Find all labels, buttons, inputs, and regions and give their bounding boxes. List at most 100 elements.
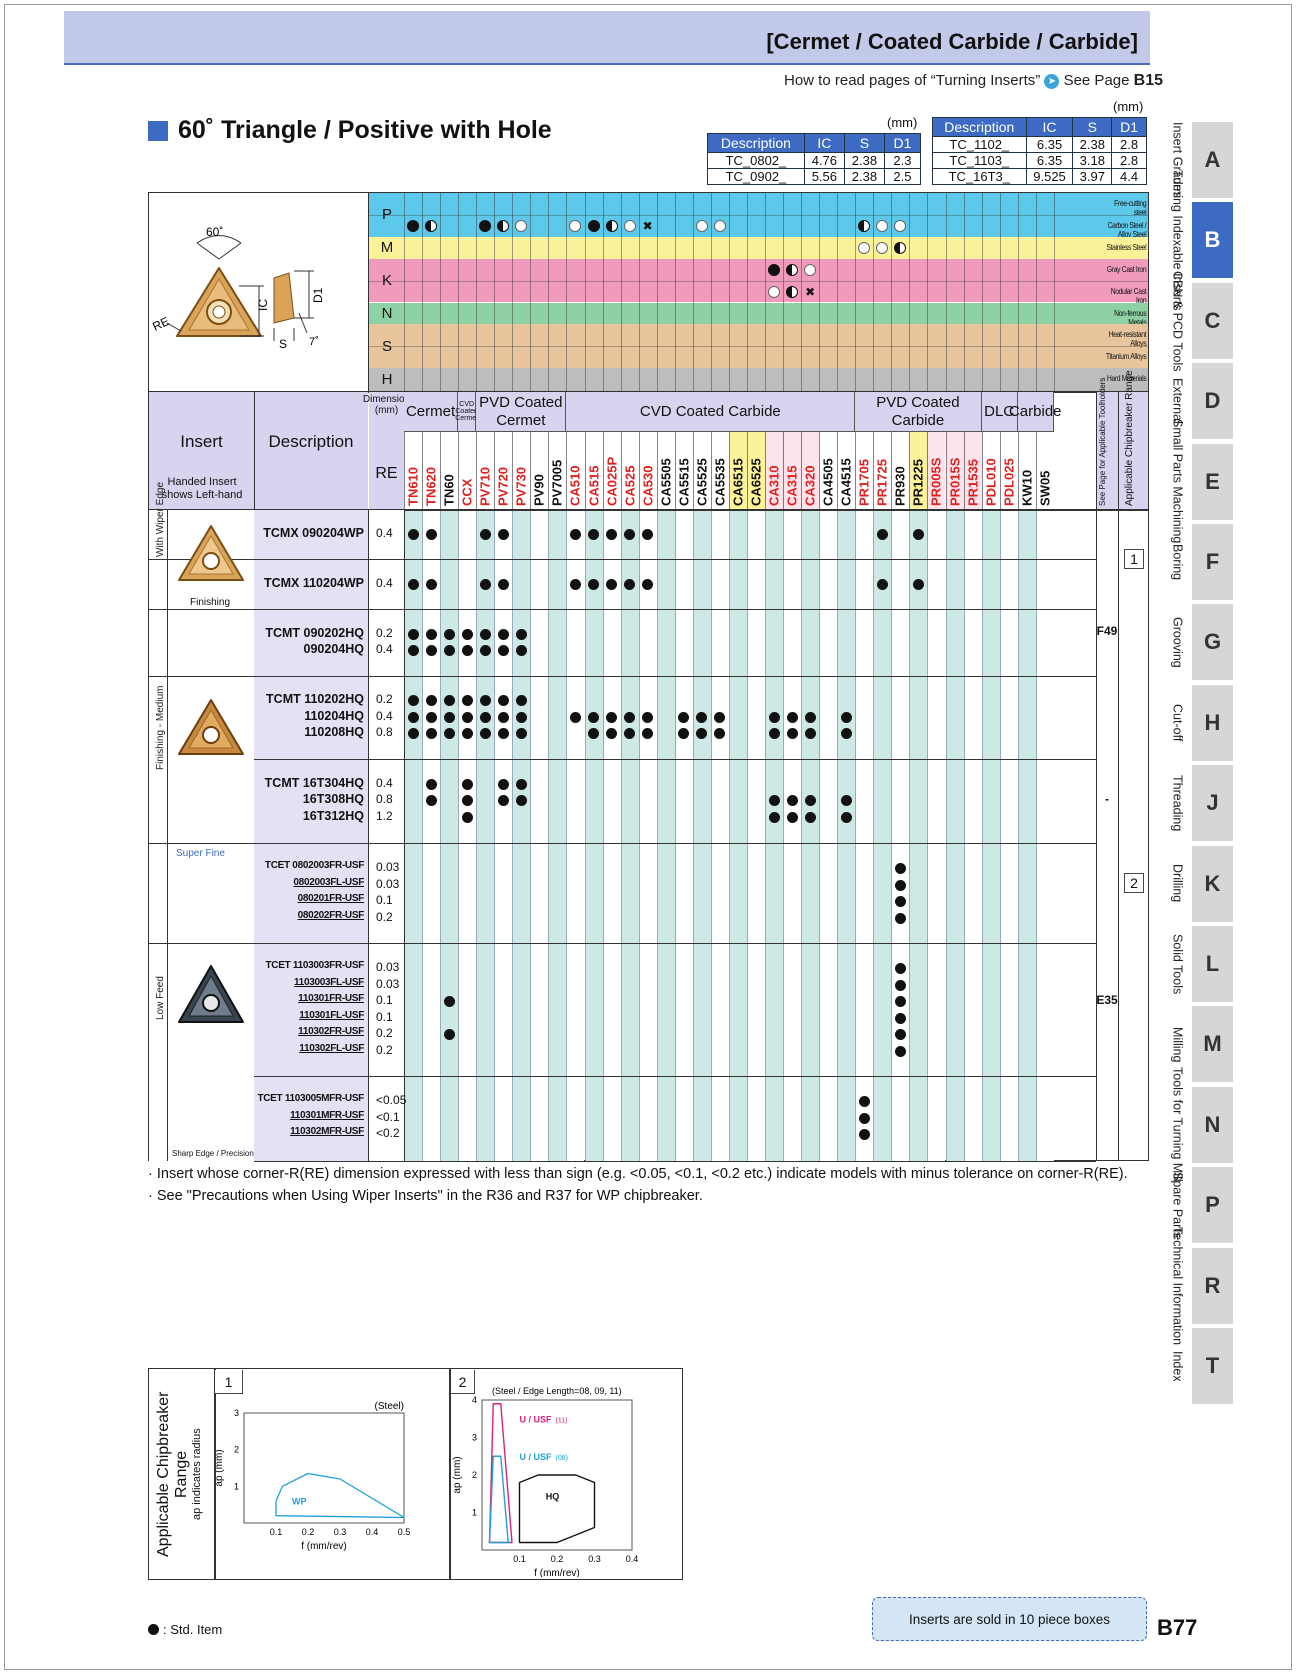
- tab-label-a[interactable]: Insert Grades: [1166, 122, 1188, 198]
- tab-label-t[interactable]: Index: [1166, 1328, 1188, 1404]
- application-symbol-icon: [786, 285, 799, 298]
- availability-dot: [840, 795, 852, 806]
- availability-dot: [479, 695, 491, 706]
- re-value: 0.2: [376, 1026, 393, 1040]
- tab-label-f[interactable]: Boring: [1166, 524, 1188, 600]
- grade-pr005s: PR005S: [928, 457, 944, 506]
- availability-dot: [497, 712, 509, 723]
- tab-label-n[interactable]: Tools for Turning Mill: [1166, 1067, 1188, 1182]
- tab-c[interactable]: C: [1192, 282, 1233, 359]
- tab-label-m[interactable]: Milling: [1166, 1006, 1188, 1082]
- grade-ca525: CA525: [622, 465, 638, 506]
- grade-pdl025: PDL025: [1001, 458, 1017, 506]
- side-label-finishing: Finishing: [190, 597, 231, 608]
- tab-d[interactable]: D: [1192, 363, 1233, 440]
- tab-label-k[interactable]: Drilling: [1166, 846, 1188, 922]
- tab-label-g[interactable]: Grooving: [1166, 604, 1188, 680]
- tab-g[interactable]: G: [1192, 604, 1233, 681]
- availability-dot: [461, 712, 473, 723]
- availability-dot: [479, 529, 491, 540]
- x-tick-label: 0.2: [302, 1527, 315, 1537]
- toolholder-page-ref[interactable]: F49: [1096, 624, 1118, 638]
- application-symbol-icon: [894, 219, 907, 232]
- dim-cell: 2.3: [883, 152, 922, 169]
- sold-in-boxes-badge: Inserts are sold in 10 piece boxes: [872, 1597, 1147, 1641]
- availability-dot: [894, 1029, 906, 1040]
- tab-k[interactable]: K: [1192, 845, 1233, 922]
- series-outline: [518, 1474, 596, 1544]
- tab-label-d[interactable]: External: [1166, 363, 1188, 439]
- chipbreaker-range-ref[interactable]: 1: [1124, 549, 1144, 569]
- tab-label-j[interactable]: Threading: [1166, 765, 1188, 841]
- how-to-read-link[interactable]: How to read pages of “Turning Inserts” ➤…: [784, 72, 1163, 90]
- dim-header: S: [843, 133, 885, 153]
- insert-description: 16T312HQ: [302, 809, 364, 823]
- application-symbol-icon: [768, 285, 780, 298]
- dim-cell: 6.35: [1025, 152, 1074, 169]
- tab-t[interactable]: T: [1192, 1328, 1233, 1404]
- availability-dot: [786, 812, 798, 823]
- chipbreaker-range-ref[interactable]: 2: [1124, 873, 1144, 893]
- grade-pv720: PV720: [495, 466, 511, 506]
- grade-column: [602, 510, 621, 1161]
- toolholders-header: See Page for Applicable Toolholders: [1098, 377, 1107, 506]
- series-label: U / USF: [520, 1415, 553, 1425]
- tab-label-e[interactable]: Small Parts Machining: [1166, 419, 1188, 543]
- tab-h[interactable]: H: [1192, 684, 1233, 761]
- dim-cell: TC_1102_: [932, 136, 1027, 153]
- availability-dot: [876, 579, 888, 590]
- dim-cell: TC_0902_: [707, 168, 805, 185]
- toolholder-page-ref[interactable]: E35: [1096, 993, 1118, 1007]
- availability-dot: [894, 963, 906, 974]
- availability-dot: [407, 579, 419, 590]
- insert-description: TCMT 16T304HQ: [264, 776, 364, 790]
- tab-j[interactable]: J: [1192, 765, 1233, 842]
- grade-ca315: CA315: [784, 465, 800, 506]
- grade-column: [945, 510, 964, 1161]
- tab-label-b[interactable]: Turning Indexable Inserts: [1166, 170, 1188, 311]
- re-value: <0.1: [376, 1110, 400, 1124]
- series-label: HQ: [546, 1491, 560, 1501]
- dim-cell: 2.8: [1111, 152, 1147, 169]
- dim-cell: 2.38: [1072, 136, 1113, 153]
- x-tick-label: 0.1: [270, 1527, 283, 1537]
- availability-dot: [425, 579, 437, 590]
- tab-f[interactable]: F: [1192, 524, 1233, 600]
- tab-b[interactable]: B: [1192, 202, 1233, 279]
- insert-description: 110302MFR-USF: [290, 1126, 364, 1137]
- tab-r[interactable]: R: [1192, 1247, 1233, 1324]
- tab-m[interactable]: M: [1192, 1006, 1233, 1083]
- tab-label-l[interactable]: Solid Tools: [1166, 926, 1188, 1002]
- dim-header: Description: [932, 117, 1027, 137]
- tab-e[interactable]: E: [1192, 443, 1233, 520]
- availability-dot: [425, 529, 437, 540]
- handed-insert-note: Handed Insert shows Left-hand: [161, 476, 243, 502]
- grade-ca515: CA515: [586, 465, 601, 506]
- tab-n[interactable]: N: [1192, 1086, 1233, 1163]
- tab-label-r[interactable]: Technical Information: [1166, 1227, 1188, 1345]
- arrow-right-icon: ➤: [1044, 73, 1060, 89]
- grade-ccx: CCX: [459, 478, 475, 506]
- tab-l[interactable]: L: [1192, 926, 1233, 1002]
- insert-description: TCET 0802003FR-USF: [264, 860, 364, 871]
- grade-column: [548, 510, 567, 1161]
- tab-label-h[interactable]: Cut-off: [1166, 685, 1188, 761]
- tab-p[interactable]: P: [1192, 1167, 1233, 1244]
- chart-2-number: 2: [451, 1370, 475, 1394]
- tab-label-c[interactable]: CBN & PCD Tools: [1166, 271, 1188, 372]
- section-title-text: 60˚ Triangle / Positive with Hole: [178, 116, 552, 144]
- re-value: 0.2: [376, 692, 393, 706]
- re-value: 0.4: [376, 776, 393, 790]
- re-value: 0.8: [376, 725, 393, 739]
- dim-header: D1: [1111, 117, 1147, 137]
- application-symbol-icon: [425, 219, 438, 232]
- tab-label-p[interactable]: Spare Parts: [1166, 1167, 1188, 1243]
- tab-a[interactable]: A: [1192, 122, 1233, 198]
- x-tick-label: 0.4: [626, 1554, 639, 1564]
- toolholder-page-ref[interactable]: -: [1105, 792, 1109, 806]
- availability-dot: [606, 712, 618, 723]
- availability-dot: [876, 529, 888, 540]
